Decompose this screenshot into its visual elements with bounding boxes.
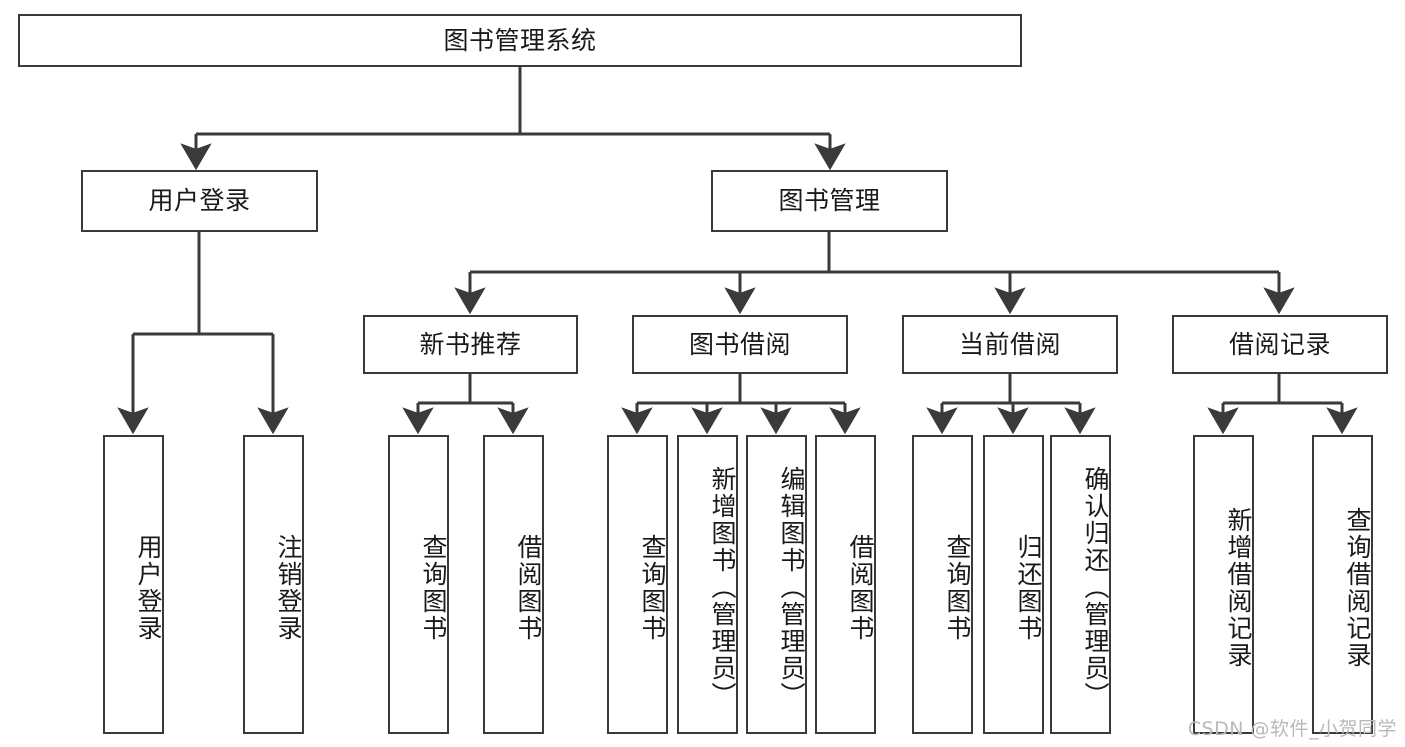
node-new-book-rec-label: 新书推荐 xyxy=(419,329,522,359)
node-leaf-edit-book-label: 编辑图书（管理员） xyxy=(777,466,806,709)
node-leaf-query-book-3-label: 查询图书 xyxy=(943,533,972,642)
node-new-book-rec[interactable]: 新书推荐 xyxy=(363,315,578,374)
node-leaf-return-book[interactable]: 归还图书 xyxy=(983,435,1044,734)
node-borrow-record-label: 借阅记录 xyxy=(1228,329,1331,359)
node-current-borrow-label: 当前借阅 xyxy=(958,329,1061,359)
node-leaf-borrow-book-1-label: 借阅图书 xyxy=(514,533,543,642)
node-leaf-borrow-book-2-label: 借阅图书 xyxy=(846,533,875,642)
node-book-manage[interactable]: 图书管理 xyxy=(711,170,948,232)
node-leaf-user-login-label: 用户登录 xyxy=(134,533,163,642)
node-leaf-user-login[interactable]: 用户登录 xyxy=(103,435,164,734)
node-leaf-borrow-book-1[interactable]: 借阅图书 xyxy=(483,435,544,734)
node-leaf-query-record[interactable]: 查询借阅记录 xyxy=(1312,435,1373,734)
node-book-borrow-label: 图书借阅 xyxy=(688,329,791,359)
node-root[interactable]: 图书管理系统 xyxy=(18,14,1022,67)
node-root-label: 图书管理系统 xyxy=(443,25,597,55)
node-leaf-confirm-return[interactable]: 确认归还（管理员） xyxy=(1050,435,1111,734)
node-leaf-add-record[interactable]: 新增借阅记录 xyxy=(1193,435,1254,734)
node-leaf-query-book-2-label: 查询图书 xyxy=(638,533,667,642)
node-leaf-add-book-label: 新增图书（管理员） xyxy=(708,466,737,709)
node-leaf-logout-login[interactable]: 注销登录 xyxy=(243,435,304,734)
node-leaf-logout-login-label: 注销登录 xyxy=(274,533,303,642)
node-leaf-confirm-return-label: 确认归还（管理员） xyxy=(1081,466,1110,709)
node-leaf-add-book[interactable]: 新增图书（管理员） xyxy=(677,435,738,734)
node-leaf-query-book-1-label: 查询图书 xyxy=(419,533,448,642)
node-user-login-label: 用户登录 xyxy=(148,186,251,216)
node-user-login[interactable]: 用户登录 xyxy=(81,170,318,232)
node-leaf-return-book-label: 归还图书 xyxy=(1014,533,1043,642)
node-leaf-query-book-1[interactable]: 查询图书 xyxy=(388,435,449,734)
node-book-borrow[interactable]: 图书借阅 xyxy=(632,315,848,374)
node-leaf-query-record-label: 查询借阅记录 xyxy=(1343,506,1372,669)
node-leaf-query-book-3[interactable]: 查询图书 xyxy=(912,435,973,734)
node-book-manage-label: 图书管理 xyxy=(778,186,881,216)
node-borrow-record[interactable]: 借阅记录 xyxy=(1172,315,1388,374)
node-leaf-edit-book[interactable]: 编辑图书（管理员） xyxy=(746,435,807,734)
node-current-borrow[interactable]: 当前借阅 xyxy=(902,315,1118,374)
node-leaf-query-book-2[interactable]: 查询图书 xyxy=(607,435,668,734)
node-leaf-borrow-book-2[interactable]: 借阅图书 xyxy=(815,435,876,734)
node-leaf-add-record-label: 新增借阅记录 xyxy=(1224,506,1253,669)
